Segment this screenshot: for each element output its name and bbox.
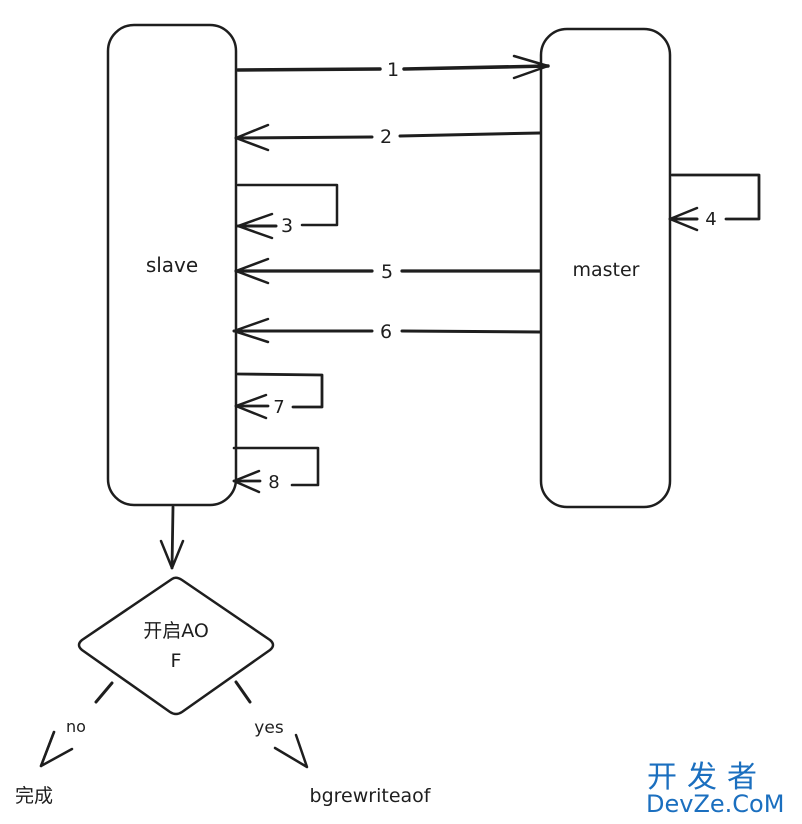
edge-6-label: 6 <box>380 321 392 343</box>
arrowhead-icon <box>232 469 261 494</box>
arrowhead-icon <box>39 730 74 768</box>
edge-4-label: 4 <box>705 209 716 230</box>
master-label: master <box>572 259 639 281</box>
edge-7[interactable]: 7 <box>234 372 324 420</box>
edge-8-label: 8 <box>268 472 279 493</box>
edge-3[interactable]: 3 <box>236 183 339 240</box>
arrowhead-icon <box>273 733 309 769</box>
edge-3-label: 3 <box>281 215 293 237</box>
decision-node[interactable]: 开启AO F <box>77 576 275 716</box>
edge-5[interactable]: 5 <box>234 257 542 285</box>
edge-4[interactable]: 4 <box>668 173 761 232</box>
watermark: 开发者 DevZe.CoM <box>646 760 784 818</box>
edge-1[interactable]: 1 <box>236 54 550 81</box>
arrowhead-icon <box>232 317 270 344</box>
edge-yes[interactable]: yes <box>234 680 309 769</box>
done-node[interactable]: 完成 <box>15 785 53 807</box>
decision-label-line2: F <box>171 650 182 672</box>
edge-7-label: 7 <box>273 397 284 418</box>
arrowhead-icon <box>668 206 699 232</box>
arrowhead-icon <box>159 539 185 570</box>
arrowhead-icon <box>234 257 270 285</box>
arrowhead-icon <box>236 212 274 240</box>
edge-2-label: 2 <box>380 126 392 148</box>
arrowhead-icon <box>234 393 268 420</box>
bgrewriteaof-node[interactable]: bgrewriteaof <box>310 785 432 807</box>
edge-6[interactable]: 6 <box>232 317 542 344</box>
edge-slave-to-decision[interactable] <box>159 505 185 570</box>
edge-yes-label: yes <box>254 718 284 738</box>
edge-no-label: no <box>66 717 86 736</box>
arrowhead-icon <box>234 123 270 152</box>
master-node[interactable] <box>539 27 672 509</box>
edge-8[interactable]: 8 <box>232 446 320 494</box>
decision-label-line1: 开启AO <box>143 620 209 642</box>
watermark-line2: DevZe.CoM <box>646 790 784 818</box>
edge-5-label: 5 <box>381 261 393 283</box>
slave-node[interactable] <box>106 23 238 507</box>
watermark-line1: 开发者 <box>647 760 767 795</box>
edge-2[interactable]: 2 <box>234 123 542 152</box>
slave-label: slave <box>146 253 198 277</box>
edge-no[interactable]: no <box>39 681 114 768</box>
arrowhead-icon <box>512 54 550 80</box>
edge-1-label: 1 <box>387 59 399 81</box>
